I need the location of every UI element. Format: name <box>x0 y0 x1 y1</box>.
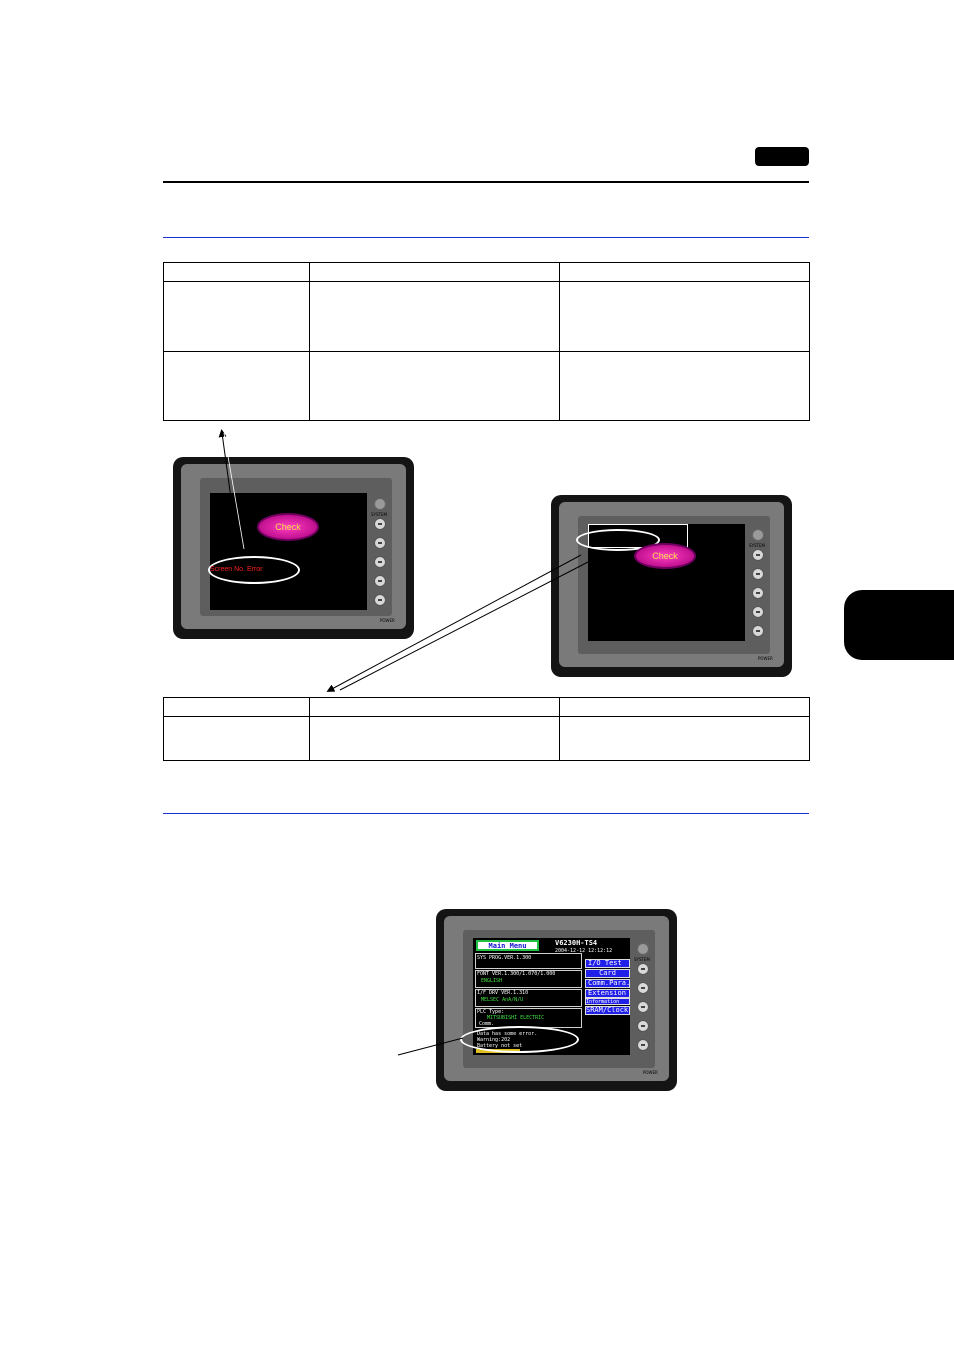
device-bezel: Check Screen No. Error SYSTEM POWER <box>181 464 406 629</box>
font-version-box <box>475 970 582 988</box>
main-menu-title: Main Menu <box>476 940 539 951</box>
menu-comm-para[interactable]: Comm.Para. <box>585 979 630 988</box>
check-button-label: Check <box>652 551 678 561</box>
power-label: POWER <box>758 656 773 661</box>
f5-button[interactable] <box>374 594 386 606</box>
f3-button[interactable] <box>637 1001 649 1013</box>
device-inner-bezel: Main Menu V6230H-TS4 2004-12-12 12:12:12… <box>460 930 655 1068</box>
header-rule <box>163 181 809 183</box>
highlight-ellipse <box>576 529 660 551</box>
table-cell <box>559 351 810 421</box>
device-panel-1: Check Screen No. Error SYSTEM POWER <box>173 457 414 639</box>
device-bezel: Check SYSTEM POWER <box>559 502 784 667</box>
check-button[interactable]: Check <box>257 513 319 541</box>
check-button-label: Check <box>275 522 301 532</box>
callout-to-error-message <box>397 1037 464 1056</box>
system-button[interactable] <box>637 943 649 955</box>
f5-button[interactable] <box>637 1039 649 1051</box>
device-bezel: Main Menu V6230H-TS4 2004-12-12 12:12:12… <box>444 916 669 1081</box>
font-language: ENGLISH <box>481 978 503 984</box>
f2-button[interactable] <box>374 537 386 549</box>
f1-button[interactable] <box>637 963 649 975</box>
f2-button[interactable] <box>752 568 764 580</box>
sys-prog-version: SYS PROG.VER.1.300 <box>477 955 532 961</box>
table-cell <box>559 716 810 761</box>
plc-comm-label: Comm. <box>479 1021 495 1027</box>
menu-io-test[interactable]: I/O Test <box>585 959 630 968</box>
table-cell <box>559 281 810 352</box>
device-inner-bezel: Check Screen No. Error SYSTEM <box>200 478 392 616</box>
f1-button[interactable] <box>752 549 764 561</box>
f4-button[interactable] <box>374 575 386 587</box>
plc-type-value: MITSUBISHI ELECTRIC <box>487 1015 545 1021</box>
menu-extension[interactable]: Extension <box>585 989 630 998</box>
menu-card[interactable]: Card <box>585 969 630 978</box>
system-label: SYSTEM <box>371 512 387 517</box>
section-rule-2 <box>163 813 809 814</box>
highlight-ellipse <box>460 1026 579 1053</box>
device-screen-1: Check Screen No. Error <box>208 493 367 610</box>
if-driver-model: MELSEC AnA/N/U <box>481 997 524 1003</box>
system-button[interactable] <box>752 529 764 541</box>
table-cell <box>163 351 310 421</box>
section-rule-1 <box>163 237 809 238</box>
device-panel-2: Check SYSTEM POWER <box>551 495 792 677</box>
table-cell <box>309 716 560 761</box>
date-time: 2004-12-12 12:12:12 <box>555 948 613 954</box>
error-table-2 <box>163 697 810 761</box>
plc-type-label: PLC Type: <box>477 1009 505 1015</box>
device-screen-2: Check <box>576 524 745 641</box>
screen-no-error-text: Screen No. Error <box>210 566 263 573</box>
table-cell <box>163 281 310 352</box>
f5-button[interactable] <box>752 625 764 637</box>
arrow-to-table-1 <box>218 429 245 550</box>
device-panel-3: Main Menu V6230H-TS4 2004-12-12 12:12:12… <box>436 909 677 1091</box>
power-label: POWER <box>380 618 395 623</box>
f2-button[interactable] <box>637 982 649 994</box>
system-button[interactable] <box>374 498 386 510</box>
device-inner-bezel: Check SYSTEM <box>576 516 770 654</box>
font-version: FONT VER.1.300/1.070/1.000 <box>477 971 556 977</box>
menu-information[interactable]: Information <box>585 998 630 1005</box>
table-cell <box>163 716 310 761</box>
menu-sram-clock[interactable]: SRAM/Clock <box>585 1006 630 1015</box>
chapter-badge <box>755 147 809 166</box>
f3-button[interactable] <box>374 556 386 568</box>
arrow-to-table-2 <box>326 554 591 692</box>
power-label: POWER <box>643 1070 658 1075</box>
check-button[interactable]: Check <box>634 543 696 569</box>
error-table-1 <box>163 262 810 421</box>
model-name: V6230H-TS4 <box>555 939 598 947</box>
f3-button[interactable] <box>752 587 764 599</box>
table-cell <box>309 281 560 352</box>
device-screen-3: Main Menu V6230H-TS4 2004-12-12 12:12:12… <box>460 938 630 1055</box>
system-label: SYSTEM <box>634 957 650 962</box>
table-cell <box>309 351 560 421</box>
chapter-side-tab <box>844 590 954 660</box>
system-label: SYSTEM <box>749 543 765 548</box>
highlight-ellipse <box>208 556 300 584</box>
if-driver-box <box>475 989 582 1007</box>
if-driver-version: I/F DRV VER.1.310 <box>477 990 529 996</box>
f4-button[interactable] <box>752 606 764 618</box>
f4-button[interactable] <box>637 1020 649 1032</box>
sys-prog-box <box>475 953 582 969</box>
f1-button[interactable] <box>374 518 386 530</box>
